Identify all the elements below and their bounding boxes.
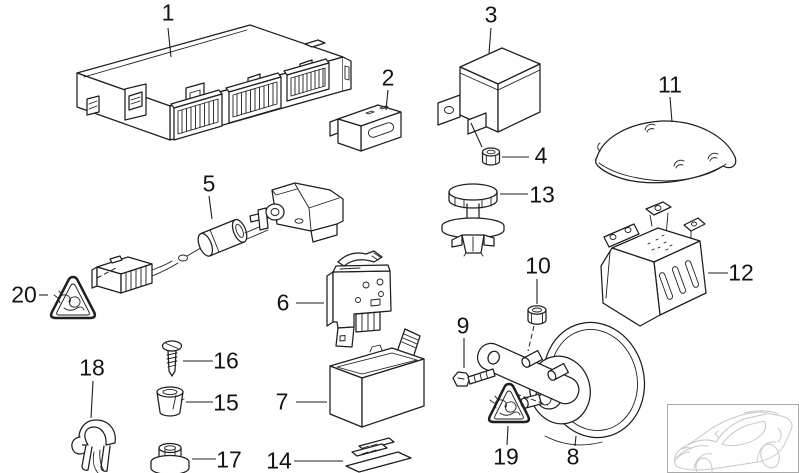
drawing-part-3-relay [437,47,541,135]
leader-19-dashed [515,393,549,406]
callout-18[interactable]: 18 [79,354,105,381]
drawing-part-14-clip [345,437,412,473]
callout-7[interactable]: 7 [275,388,289,415]
drawing-part-16-screw [161,340,183,377]
callout-2[interactable]: 2 [381,64,395,91]
drawing-part-15-grommet [156,386,185,417]
callout-8[interactable]: 8 [566,443,580,470]
callout-11[interactable]: 11 [658,71,682,98]
callout-16[interactable]: 16 [213,347,239,374]
callout-12[interactable]: 12 [728,259,754,286]
drawing-part-13-expanding-rivet [441,183,505,257]
leader-1 [167,27,172,58]
drawing-part-6-sensor-module [326,250,392,348]
drawing-part-19-warning-label [487,382,531,424]
callout-4[interactable]: 4 [534,142,548,169]
drawing-part-1-control-unit [76,24,352,141]
leader-19 [506,425,509,446]
callout-10[interactable]: 10 [525,252,551,279]
callout-5[interactable]: 5 [202,170,216,197]
drawing-part-2-receiver-module [329,104,402,152]
drawing-part-9-bolt [452,368,496,387]
callout-19[interactable]: 19 [493,443,519,470]
leader-5 [208,195,213,220]
car-inset [667,404,799,473]
leader-10-dashed [527,325,535,352]
callout-14[interactable]: 14 [266,447,292,473]
drawing-part-8-siren [476,321,646,446]
drawing-part-20-warning-label [49,275,97,320]
drawing-part-11-cover [595,120,737,184]
leader-18 [90,380,94,419]
callout-6[interactable]: 6 [276,289,290,316]
drawing-part-10-nut [527,305,547,325]
callout-3[interactable]: 3 [484,1,498,28]
leader-3 [488,27,492,54]
leader-lines [39,27,728,462]
drawing-part-7-holder-box [329,328,425,428]
leader-4 [470,122,529,158]
callout-17[interactable]: 17 [216,446,242,473]
drawing-part-18-retaining-clip [71,419,116,473]
drawing-part-5-cable-assembly [91,182,344,294]
leader-8 [574,435,577,447]
leader-2 [385,89,389,111]
drawing-part-4-nut [481,147,501,166]
callout-1[interactable]: 1 [161,0,175,26]
car-thumbnail [673,410,793,473]
leader-20-dashed [96,267,117,279]
leader-11 [669,96,673,123]
callout-20[interactable]: 20 [11,281,37,308]
callout-9[interactable]: 9 [456,312,470,339]
callout-15[interactable]: 15 [213,389,239,416]
drawing-part-12-bracket [600,201,707,327]
drawing-part-17-flange-nut [150,442,190,473]
callout-13[interactable]: 13 [529,181,555,208]
